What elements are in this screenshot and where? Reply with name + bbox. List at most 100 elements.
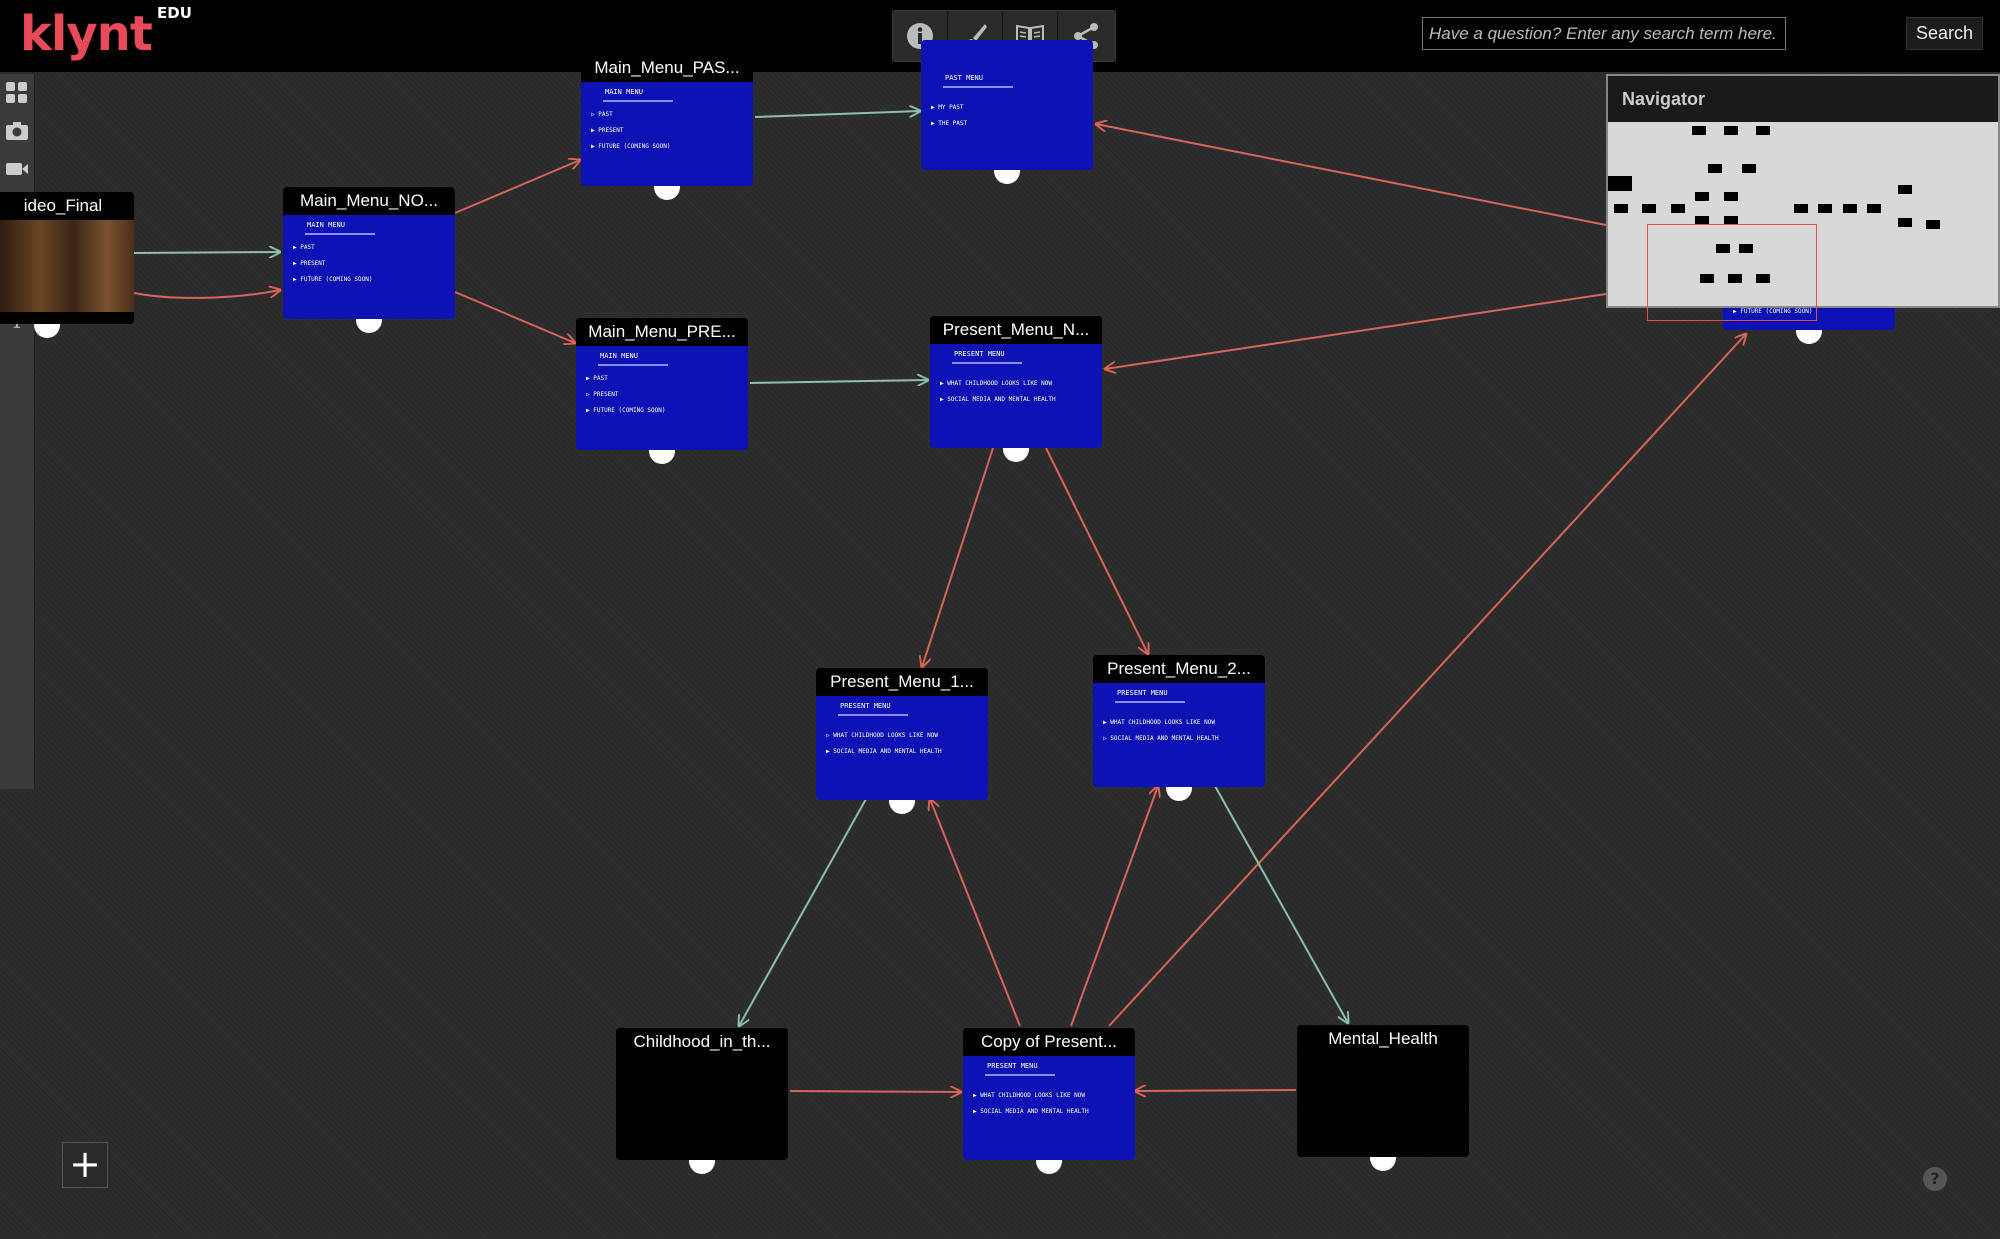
minimap-node	[1695, 216, 1709, 225]
edge-copy-to-menu1[interactable]	[930, 799, 1021, 1027]
node-preview: PRESENT MENU ▶ WHAT CHILDHOOD LOOKS LIKE…	[1103, 689, 1255, 742]
node-link-handle[interactable]	[889, 800, 915, 814]
minimap-node	[1926, 220, 1940, 229]
node-link-handle[interactable]	[994, 170, 1020, 184]
node-title: ideo_Final	[0, 192, 134, 220]
minimap-node	[1642, 204, 1656, 213]
minimap-node	[1724, 126, 1738, 135]
preview-option: ▷ PAST	[591, 111, 613, 118]
preview-title: PRESENT MENU	[840, 702, 891, 710]
edge-menu1-to-childhood[interactable]	[739, 798, 867, 1026]
node-present-menu-1[interactable]: Present_Menu_1... PRESENT MENU ▷ WHAT CH…	[816, 668, 988, 814]
preview-option: ▶ PAST	[586, 375, 608, 382]
edge-copy-to-hidden[interactable]	[1108, 334, 1746, 1027]
edge-copy-to-menu2[interactable]	[1070, 786, 1158, 1027]
node-present-menu-2[interactable]: Present_Menu_2... PRESENT MENU ▶ WHAT CH…	[1093, 655, 1265, 801]
node-link-handle[interactable]	[1003, 448, 1029, 462]
minimap-node	[1739, 244, 1753, 253]
edge-mainmenu-to-pas[interactable]	[454, 160, 580, 214]
node-preview: MAIN MENU ▷ PAST ▶ PRESENT ▶ FUTURE (COM…	[591, 88, 743, 150]
preview-title: PRESENT MENU	[987, 1062, 1038, 1070]
edge-menu2-to-mentalhealth[interactable]	[1214, 785, 1348, 1023]
preview-title: PRESENT MENU	[954, 350, 1005, 358]
top-bar: klynt EDU Search	[0, 0, 2000, 72]
node-link-handle[interactable]	[356, 319, 382, 333]
minimap-node	[1716, 244, 1730, 253]
node-video-final[interactable]: ideo_Final	[0, 192, 134, 338]
edge-mainmenu-to-pre[interactable]	[454, 291, 575, 343]
node-link-handle[interactable]	[689, 1160, 715, 1174]
minimap-node	[1898, 185, 1912, 194]
minimap-node	[1756, 126, 1770, 135]
minimap-node	[1692, 126, 1706, 135]
minimap-node	[1794, 204, 1808, 213]
node-preview: MAIN MENU ▶ PAST ▶ PRESENT ▶ FUTURE (COM…	[293, 221, 445, 283]
grid-icon[interactable]	[4, 80, 30, 106]
node-past-menu[interactable]: PAST MENU ▶ MY PAST ▶ THE PAST	[921, 40, 1093, 184]
preview-title: MAIN MENU	[600, 352, 638, 360]
minimap-node	[1700, 274, 1714, 283]
video-thumbnail	[0, 220, 134, 312]
node-link-handle[interactable]	[1036, 1160, 1062, 1174]
node-title: Main_Menu_PAS...	[581, 54, 753, 82]
node-mental-health[interactable]: Mental_Health	[1297, 1025, 1469, 1171]
edge-presentmenu-to-menu2[interactable]	[1045, 447, 1148, 654]
minimap-node	[1695, 192, 1709, 201]
edge-video-to-mainmenu[interactable]	[133, 252, 280, 253]
preview-option: ▶ FUTURE (COMING SOON)	[293, 276, 373, 283]
node-link-handle[interactable]	[34, 324, 60, 338]
minimap-node	[1756, 274, 1770, 283]
node-title: Present_Menu_1...	[816, 668, 988, 696]
node-main-menu-pas[interactable]: Main_Menu_PAS... MAIN MENU ▷ PAST ▶ PRES…	[581, 54, 753, 200]
minimap-node	[1708, 164, 1722, 173]
search-input[interactable]	[1422, 17, 1786, 50]
add-node-button[interactable]: +	[62, 1142, 108, 1188]
node-link-handle[interactable]	[649, 450, 675, 464]
help-icon[interactable]: ?	[1923, 1167, 1947, 1191]
preview-title: MAIN MENU	[307, 221, 345, 229]
minimap-node	[1614, 204, 1628, 213]
node-childhood[interactable]: Childhood_in_th...	[616, 1028, 788, 1174]
preview-option: ▶ MY PAST	[931, 104, 964, 111]
node-title: Present_Menu_N...	[930, 316, 1102, 344]
navigator-minimap[interactable]	[1608, 122, 1998, 308]
preview-option: ▶ SOCIAL MEDIA AND MENTAL HEALTH	[826, 748, 942, 755]
klynt-logo[interactable]: klynt	[20, 6, 153, 62]
search-button[interactable]: Search	[1906, 17, 1983, 50]
navigator-title[interactable]: Navigator	[1608, 76, 1998, 122]
node-main-menu-pre[interactable]: Main_Menu_PRE... MAIN MENU ▶ PAST ▷ PRES…	[576, 318, 748, 464]
camera-icon[interactable]	[4, 118, 30, 144]
node-title: Main_Menu_NO...	[283, 187, 455, 215]
navigator-viewport[interactable]	[1647, 224, 1817, 321]
node-main-menu-no[interactable]: Main_Menu_NO... MAIN MENU ▶ PAST ▶ PRESE…	[283, 187, 455, 333]
preview-option: ▶ SOCIAL MEDIA AND MENTAL HEALTH	[940, 396, 1056, 403]
node-link-handle[interactable]	[654, 186, 680, 200]
preview-title: PAST MENU	[945, 74, 983, 82]
node-title: Copy of Present...	[963, 1028, 1135, 1056]
node-link-handle[interactable]	[1166, 787, 1192, 801]
node-preview: MAIN MENU ▶ PAST ▷ PRESENT ▶ FUTURE (COM…	[586, 352, 738, 414]
minimap-node	[1867, 204, 1881, 213]
preview-option: ▷ WHAT CHILDHOOD LOOKS LIKE NOW	[826, 732, 938, 739]
edge-pre-to-presentmenu[interactable]	[749, 380, 928, 383]
preview-title: MAIN MENU	[605, 88, 643, 96]
minimap-node	[1843, 204, 1857, 213]
node-link-handle[interactable]	[1370, 1157, 1396, 1171]
preview-option: ▶ SOCIAL MEDIA AND MENTAL HEALTH	[973, 1108, 1089, 1115]
edge-navigator-to-pastmenu[interactable]	[1096, 124, 1607, 226]
node-title: Mental_Health	[1297, 1025, 1469, 1053]
node-preview: PRESENT MENU ▷ WHAT CHILDHOOD LOOKS LIKE…	[826, 702, 978, 755]
edge-navigator-to-presentmenu[interactable]	[1105, 293, 1607, 369]
node-present-menu-n[interactable]: Present_Menu_N... PRESENT MENU ▶ WHAT CH…	[930, 316, 1102, 462]
node-link-handle[interactable]	[1796, 330, 1822, 344]
minimap-node	[1742, 164, 1756, 173]
node-preview: PRESENT MENU ▶ WHAT CHILDHOOD LOOKS LIKE…	[973, 1062, 1125, 1115]
edge-childhood-to-copy[interactable]	[789, 1091, 961, 1092]
edge-mentalhealth-to-copy[interactable]	[1135, 1090, 1297, 1091]
node-copy-of-present[interactable]: Copy of Present... PRESENT MENU ▶ WHAT C…	[963, 1028, 1135, 1174]
minimap-node	[1728, 274, 1742, 283]
video-icon[interactable]	[4, 156, 30, 182]
edge-video-to-mainmenu-alt[interactable]	[133, 290, 280, 299]
edge-pas-to-pastmenu[interactable]	[754, 111, 920, 118]
edge-presentmenu-to-menu1[interactable]	[922, 447, 994, 667]
